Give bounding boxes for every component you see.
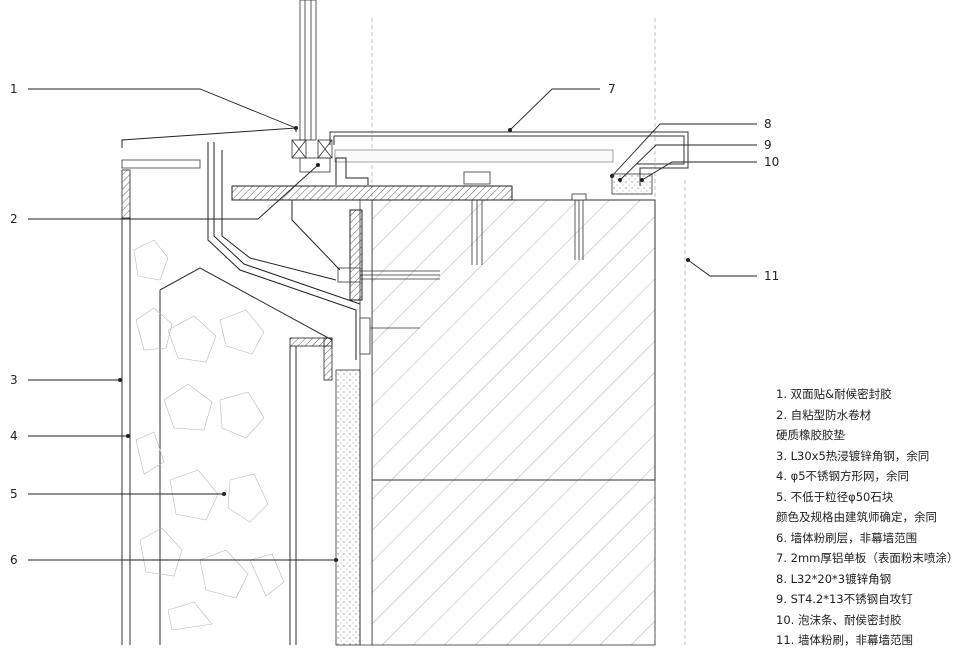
callout-11: 11 xyxy=(764,269,779,283)
legend-item: 8. L32*20*3镀锌角钢 xyxy=(776,571,892,586)
anchor-bolts xyxy=(337,171,587,355)
callout-7: 7 xyxy=(608,82,616,96)
legend-item: 2. 自粘型防水卷材 xyxy=(776,407,872,422)
plaster-layer xyxy=(335,369,361,646)
reference-dashed-lines xyxy=(371,18,686,645)
legend-list: 1. 双面贴&耐候密封胶 2. 自粘型防水卷材 硬质橡胶胶垫 3. L30x5热… xyxy=(776,384,959,651)
callout-2: 2 xyxy=(10,212,18,226)
leader-lines xyxy=(28,88,757,561)
legend-item: 1. 双面贴&耐候密封胶 xyxy=(776,387,892,401)
legend-item: 10. 泡沫条、耐侯密封胶 xyxy=(776,612,902,627)
callout-4: 4 xyxy=(10,429,18,443)
stone-gabion xyxy=(121,159,333,645)
legend-item: 7. 2mm厚铝单板（表面粉末喷涂） xyxy=(776,551,959,565)
concrete-structure xyxy=(359,199,656,646)
legend-item: 6. 墙体粉刷层，非幕墙范围 xyxy=(776,530,918,545)
callout-8: 8 xyxy=(764,117,772,131)
callout-1: 1 xyxy=(10,82,18,96)
steel-plate xyxy=(231,173,653,201)
callout-6: 6 xyxy=(10,553,18,567)
legend-item: 硬质橡胶胶垫 xyxy=(776,428,845,442)
leader-dots xyxy=(118,126,690,562)
waterproof-membrane xyxy=(121,127,361,360)
aluminium-panel xyxy=(329,131,689,186)
legend-item: 4. φ5不锈钢方形网，余同 xyxy=(776,469,910,483)
legend-item: 5. 不低于粒径φ50石块 xyxy=(776,489,894,504)
callout-3: 3 xyxy=(10,373,18,387)
callout-5: 5 xyxy=(10,487,18,501)
legend-item: 9. ST4.2*13不锈钢自攻钉 xyxy=(776,592,913,606)
angle-steel xyxy=(291,157,369,301)
glass-mullion xyxy=(291,0,333,173)
legend-item: 3. L30x5热浸镀锌角钢，余同 xyxy=(776,448,930,463)
callout-10: 10 xyxy=(764,155,779,169)
legend-item: 11. 墙体粉刷，非幕墙范围 xyxy=(776,633,913,647)
legend-item: 颜色及规格由建筑师确定，余同 xyxy=(776,510,937,524)
callout-9: 9 xyxy=(764,138,772,152)
